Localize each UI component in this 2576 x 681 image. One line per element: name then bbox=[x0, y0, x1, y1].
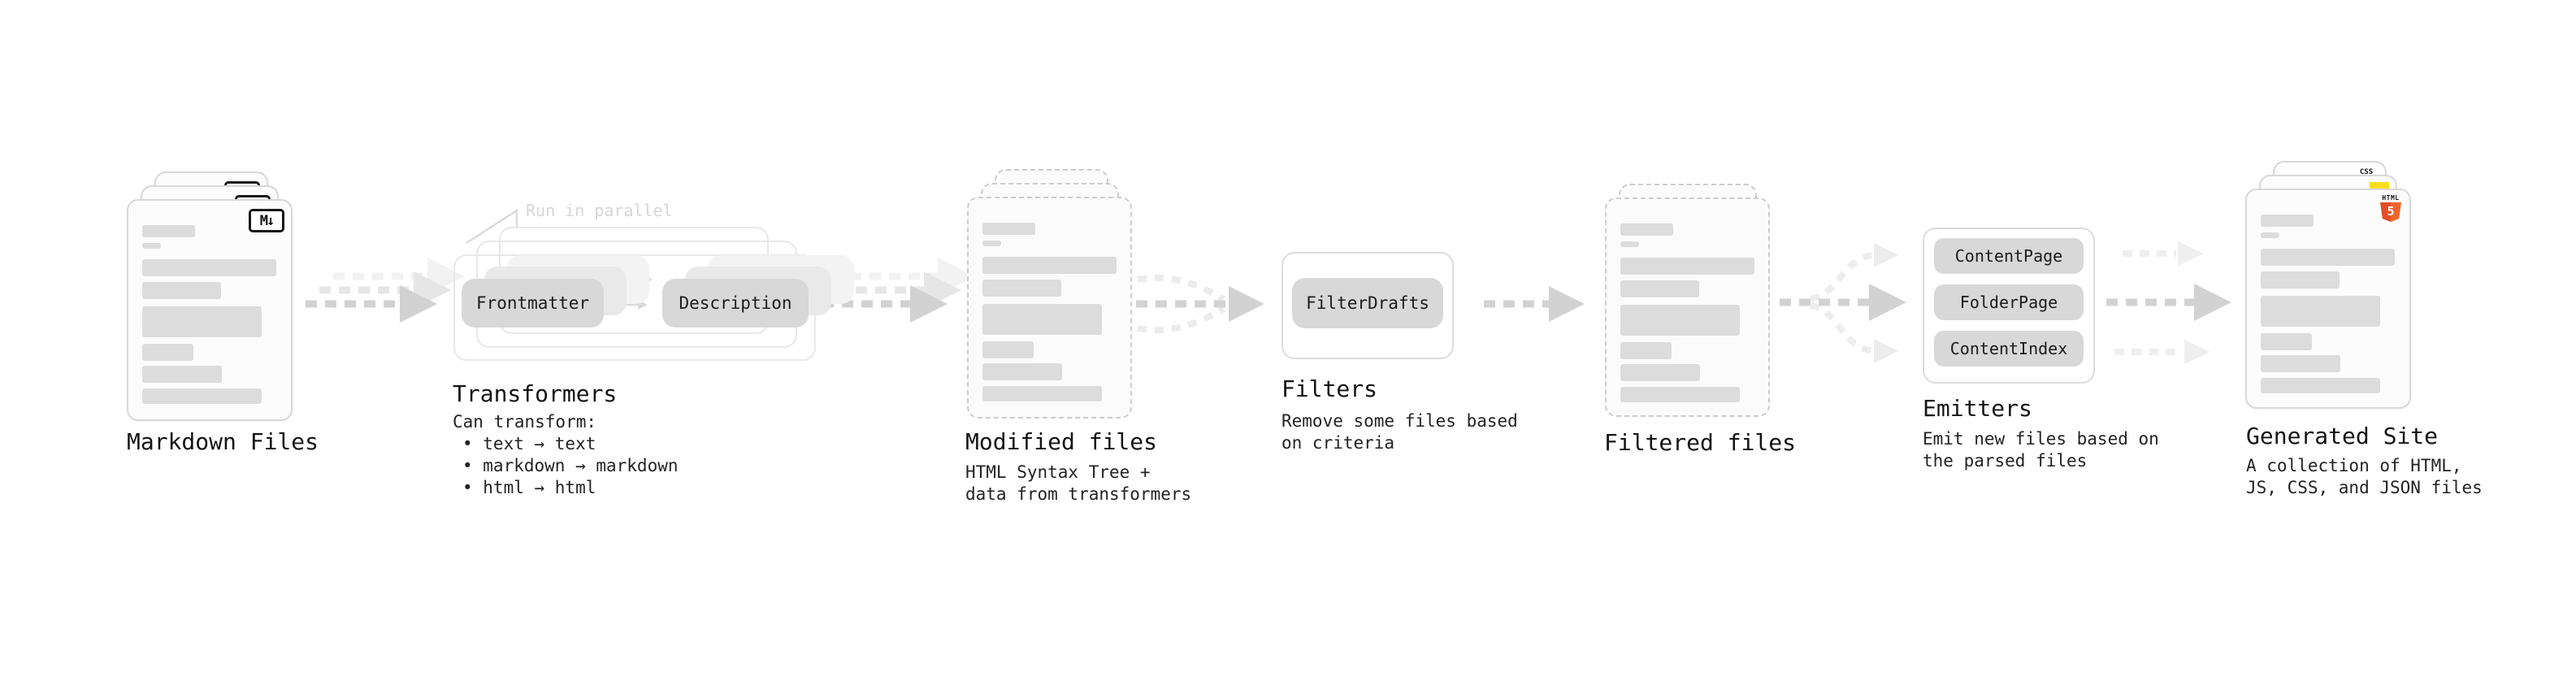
text-line bbox=[2261, 232, 2279, 238]
desc-line: Emit new files based on bbox=[1923, 429, 2159, 449]
html5-icon-text: HTML bbox=[2382, 194, 2400, 202]
folderpage-pill: FolderPage bbox=[1934, 284, 2084, 320]
arrow-emitters-to-site-middle bbox=[2106, 284, 2231, 321]
html5-icon: HTML 5 bbox=[2379, 194, 2402, 222]
desc-line: the parsed files bbox=[1923, 451, 2088, 471]
desc-line: JS, CSS, and JSON files bbox=[2246, 478, 2483, 497]
text-line bbox=[982, 386, 1102, 401]
text-line bbox=[2261, 249, 2395, 266]
filterdrafts-pill: FilterDrafts bbox=[1292, 278, 1443, 328]
text-line-placeholders bbox=[2261, 215, 2395, 393]
arrow-markdown-to-transformers-ghost1 bbox=[319, 271, 451, 309]
modified-file-card bbox=[967, 197, 1132, 419]
text-line bbox=[1620, 223, 1673, 236]
text-line bbox=[1620, 280, 1699, 297]
markdown-files-label: Markdown Files bbox=[127, 428, 319, 455]
emitters-description: Emit new files based on the parsed files bbox=[1923, 428, 2159, 472]
text-line bbox=[982, 280, 1061, 297]
transformers-bullet: • html → html bbox=[462, 478, 596, 497]
text-line bbox=[2261, 215, 2314, 227]
text-line bbox=[982, 363, 1062, 380]
text-line bbox=[1620, 305, 1740, 336]
modified-files-label: Modified files bbox=[965, 428, 1158, 455]
site-file-card-html: HTML 5 bbox=[2245, 189, 2411, 409]
transformers-label: Transformers bbox=[453, 380, 618, 407]
filtered-file-card bbox=[1605, 197, 1770, 417]
text-line-placeholders bbox=[982, 223, 1117, 401]
filters-description: Remove some files based on criteria bbox=[1281, 410, 1518, 454]
text-line bbox=[2261, 271, 2340, 288]
text-line bbox=[142, 388, 262, 404]
text-line bbox=[982, 341, 1034, 358]
arrow-emitters-to-site-top bbox=[2123, 241, 2204, 266]
filters-label: Filters bbox=[1281, 375, 1378, 402]
text-line bbox=[1620, 258, 1754, 275]
desc-line: A collection of HTML, bbox=[2246, 456, 2462, 475]
desc-line: HTML Syntax Tree + bbox=[965, 462, 1151, 482]
modified-files-description: HTML Syntax Tree + data from transformer… bbox=[965, 462, 1191, 505]
arrow-transformers-to-modified-ghost2 bbox=[850, 258, 975, 295]
text-line-placeholders bbox=[142, 225, 276, 404]
filtered-files-label: Filtered files bbox=[1604, 429, 1797, 456]
desc-line: data from transformers bbox=[965, 484, 1192, 504]
arrow-markdown-to-transformers bbox=[306, 285, 437, 323]
text-line bbox=[2261, 296, 2380, 327]
text-line bbox=[1620, 387, 1740, 402]
text-line bbox=[1620, 342, 1672, 359]
text-line bbox=[982, 304, 1102, 335]
arrow-markdown-to-transformers-ghost2 bbox=[333, 258, 465, 295]
text-line bbox=[142, 225, 195, 237]
desc-line: on criteria bbox=[1281, 433, 1395, 453]
text-line bbox=[1620, 364, 1700, 381]
generated-site-label: Generated Site bbox=[2246, 423, 2439, 449]
markdown-file-card: M↓ bbox=[127, 199, 293, 421]
text-line-placeholders bbox=[1620, 223, 1754, 402]
arrow-emitters-to-site-bottom bbox=[2114, 340, 2210, 364]
text-line bbox=[982, 257, 1117, 274]
arrow-filtered-to-emitters bbox=[1780, 243, 1906, 363]
text-line bbox=[982, 241, 1001, 246]
text-line bbox=[142, 306, 262, 337]
transformers-desc-title: Can transform: bbox=[453, 412, 597, 432]
emitters-label: Emitters bbox=[1923, 395, 2032, 422]
description-pill: Description bbox=[662, 279, 809, 327]
markdown-icon: M↓ bbox=[249, 209, 284, 232]
text-line bbox=[2261, 355, 2340, 372]
transformers-description: Can transform: • text → text • markdown … bbox=[453, 411, 679, 499]
text-line bbox=[1620, 241, 1639, 247]
contentindex-pill: ContentIndex bbox=[1934, 331, 2084, 367]
css-icon-text: CSS bbox=[2359, 168, 2374, 176]
arrow-filters-to-filtered bbox=[1484, 286, 1585, 322]
generated-site-description: A collection of HTML, JS, CSS, and JSON … bbox=[2246, 455, 2483, 499]
html5-shield: 5 bbox=[2380, 202, 2401, 222]
text-line bbox=[142, 243, 161, 249]
contentpage-pill: ContentPage bbox=[1934, 238, 2084, 274]
run-in-parallel-annotation: Run in parallel bbox=[526, 201, 673, 220]
text-line bbox=[142, 344, 193, 361]
text-line bbox=[2261, 333, 2312, 350]
text-line bbox=[2261, 378, 2380, 393]
text-line bbox=[142, 259, 276, 276]
arrow-transformers-to-modified-ghost1 bbox=[836, 271, 961, 309]
text-line bbox=[982, 223, 1035, 235]
text-line bbox=[142, 282, 221, 299]
frontmatter-pill: Frontmatter bbox=[462, 279, 604, 327]
transformers-bullet: • markdown → markdown bbox=[462, 456, 679, 475]
desc-line: Remove some files based bbox=[1281, 411, 1518, 431]
arrow-modified-to-filters bbox=[1136, 274, 1264, 334]
transformers-bullet: • text → text bbox=[462, 434, 596, 453]
text-line bbox=[142, 366, 222, 383]
